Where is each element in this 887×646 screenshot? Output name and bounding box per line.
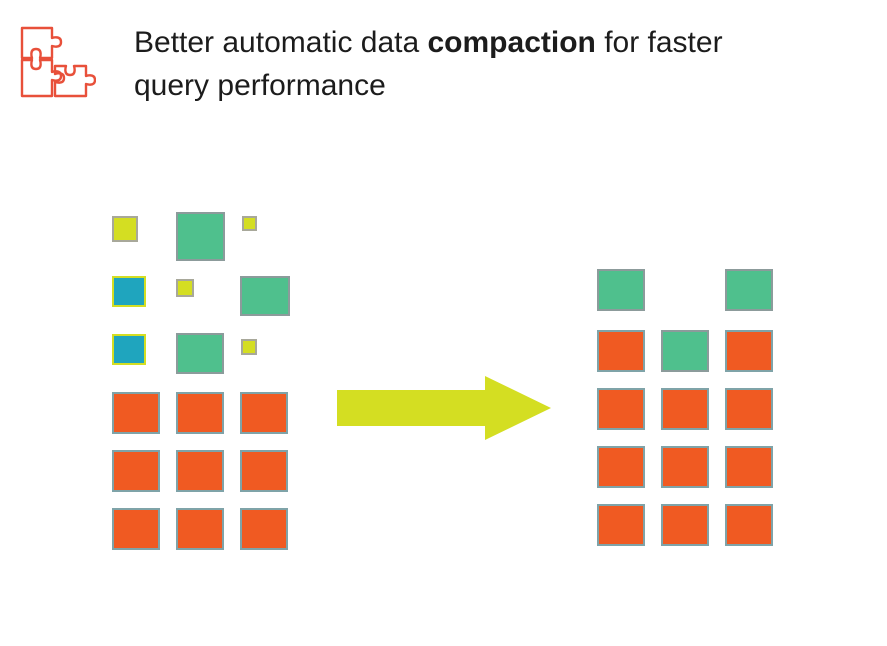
data-file-tile xyxy=(176,508,224,550)
data-file-tile xyxy=(661,504,709,546)
puzzle-pieces-icon xyxy=(14,18,97,108)
data-file-tile xyxy=(240,450,288,492)
data-file-tile xyxy=(176,450,224,492)
data-file-tile xyxy=(725,446,773,488)
data-file-tile xyxy=(112,392,160,434)
before-compaction-group xyxy=(0,0,320,646)
data-file-tile xyxy=(112,216,138,242)
page-title: Better automatic data compaction for fas… xyxy=(134,22,864,107)
data-file-tile xyxy=(661,388,709,430)
data-file-tile xyxy=(176,392,224,434)
data-file-tile xyxy=(112,508,160,550)
data-file-tile xyxy=(240,276,290,316)
data-file-tile xyxy=(661,446,709,488)
data-file-tile xyxy=(176,212,225,261)
data-file-tile xyxy=(725,269,773,311)
data-file-tile xyxy=(597,269,645,311)
data-file-tile xyxy=(176,279,194,297)
data-file-tile xyxy=(725,504,773,546)
data-file-tile xyxy=(242,216,257,231)
title-segment-suffix: for faster xyxy=(595,26,723,59)
data-file-tile xyxy=(597,446,645,488)
data-file-tile xyxy=(240,508,288,550)
data-file-tile xyxy=(661,330,709,372)
title-segment-prefix: Better automatic data xyxy=(134,26,428,59)
data-file-tile xyxy=(725,388,773,430)
data-file-tile xyxy=(597,330,645,372)
data-file-tile xyxy=(112,276,146,307)
data-file-tile xyxy=(725,330,773,372)
data-file-tile xyxy=(112,450,160,492)
title-line-2: query performance xyxy=(134,68,386,102)
data-file-tile xyxy=(176,333,224,374)
data-file-tile xyxy=(597,504,645,546)
data-file-tile xyxy=(241,339,257,355)
data-file-tile xyxy=(240,392,288,434)
data-file-tile xyxy=(112,334,146,365)
compaction-arrow-icon xyxy=(333,374,555,444)
data-file-tile xyxy=(597,388,645,430)
title-segment-bold: compaction xyxy=(427,26,596,59)
